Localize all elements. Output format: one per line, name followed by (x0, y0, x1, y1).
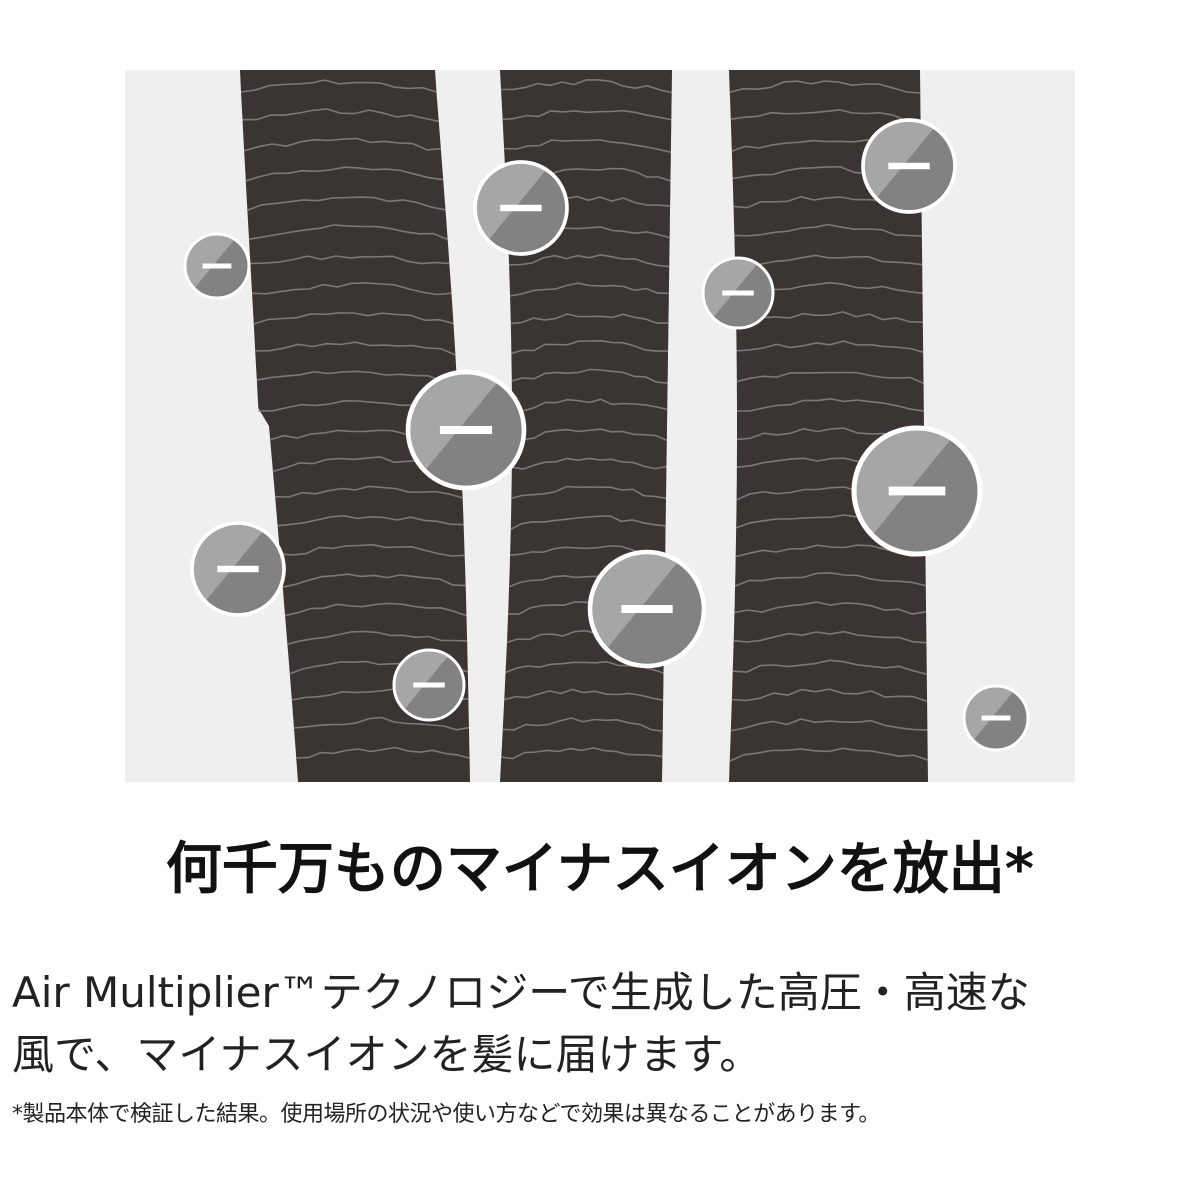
hair-cuticle-line (503, 688, 664, 701)
hair-cuticle-line (240, 79, 437, 93)
hair-cuticle-line (510, 313, 669, 325)
hair-cuticle-line (731, 688, 928, 703)
minus-ion-icon (392, 648, 466, 722)
minus-ion-icon (587, 549, 707, 669)
hair-cuticle-line (294, 716, 470, 731)
hair-cuticle-line (255, 341, 456, 356)
minus-ion-icon (183, 232, 251, 300)
hair-cuticle-line (256, 370, 458, 384)
hair-cuticle-line (736, 340, 924, 353)
hair-cuticle-line (501, 79, 672, 94)
hair-cuticle-line (509, 282, 669, 297)
hair-cuticle-line (735, 254, 923, 267)
headline: 何千万ものマイナスイオンを放出* (165, 837, 1035, 902)
hair-cuticle-line (733, 630, 927, 644)
hair-cuticle-line (253, 312, 454, 325)
minus-ion-icon (861, 118, 957, 214)
minus-sign (202, 263, 232, 269)
hair-cuticle-line (247, 196, 446, 212)
hair-cuticle-line (296, 746, 470, 759)
hair-cuticle-line (502, 717, 663, 732)
hair-cuticle-line (511, 368, 668, 384)
hair-cuticle-line (734, 572, 926, 587)
hair-cuticle-line (242, 108, 439, 123)
hair-cuticle-line (248, 224, 448, 241)
hair-cuticle-line (734, 223, 922, 237)
hair-cuticle-line (243, 137, 441, 152)
hair-cuticle-line (736, 398, 924, 412)
minus-sign (981, 715, 1011, 721)
hair-cuticle-line (511, 485, 667, 500)
hair-cuticle-line (736, 371, 924, 385)
minus-ion-icon (405, 369, 527, 491)
minus-ion-icon (473, 160, 569, 256)
minus-sign (500, 204, 542, 212)
minus-ion-icon (701, 256, 775, 330)
hair-cuticle-line (511, 398, 668, 412)
hair-cuticle-line (502, 109, 672, 121)
hair-cuticle-line (510, 515, 666, 531)
hair-strand-right (729, 70, 928, 782)
hair-cuticle-line (250, 255, 450, 265)
description-line-2: 風で、マイナスイオンを髪に届けます。 (12, 1030, 762, 1079)
hair-shaft (729, 70, 928, 782)
hair-cuticle-line (730, 718, 928, 732)
hair-cuticle-line (736, 311, 923, 325)
hair-cuticle-line (730, 109, 921, 124)
hair-strand-left (240, 70, 470, 782)
hair-cuticle-line (729, 80, 921, 94)
hair-cuticle-line (280, 543, 465, 557)
hair-cuticle-line (284, 602, 467, 617)
hair-cuticle-line (504, 139, 672, 153)
minus-sign (888, 486, 946, 496)
hair-cuticle-line (509, 254, 670, 268)
hair-cuticle-line (287, 630, 468, 645)
hair-ion-illustration (125, 70, 1075, 782)
minus-ion-icon (962, 684, 1030, 752)
hair-cuticle-line (729, 747, 928, 762)
hair-cuticle-line (277, 515, 464, 527)
hair-cuticle-line (275, 485, 463, 499)
hair-cuticle-line (282, 573, 466, 588)
minus-sign (439, 425, 493, 435)
minus-ion-icon (851, 425, 983, 557)
minus-ion-icon (190, 521, 286, 617)
minus-sign (621, 605, 673, 613)
hair-shaft (240, 70, 470, 782)
minus-sign (413, 682, 445, 688)
description-line-1: Air Multiplier™テクノロジーで生成した高圧・高速な (12, 968, 1030, 1017)
footnote: *製品本体で検証した結果。使用場所の状況や使い方などで効果は異なることがあります… (12, 1102, 880, 1127)
hair-cuticle-line (511, 457, 667, 470)
hair-cuticle-line (732, 659, 927, 675)
description: Air Multiplier™テクノロジーで生成した高圧・高速な 風で、マイナス… (12, 962, 1192, 1086)
minus-sign (722, 290, 754, 296)
hair-cuticle-line (734, 601, 927, 615)
hair-cuticle-line (501, 747, 663, 760)
minus-sign (217, 565, 259, 573)
hair-cuticle-line (511, 340, 668, 355)
hair-cuticle-line (511, 428, 668, 442)
hair-cuticle-line (252, 282, 452, 296)
minus-sign (888, 162, 930, 170)
hair-cuticle-line (245, 166, 444, 182)
